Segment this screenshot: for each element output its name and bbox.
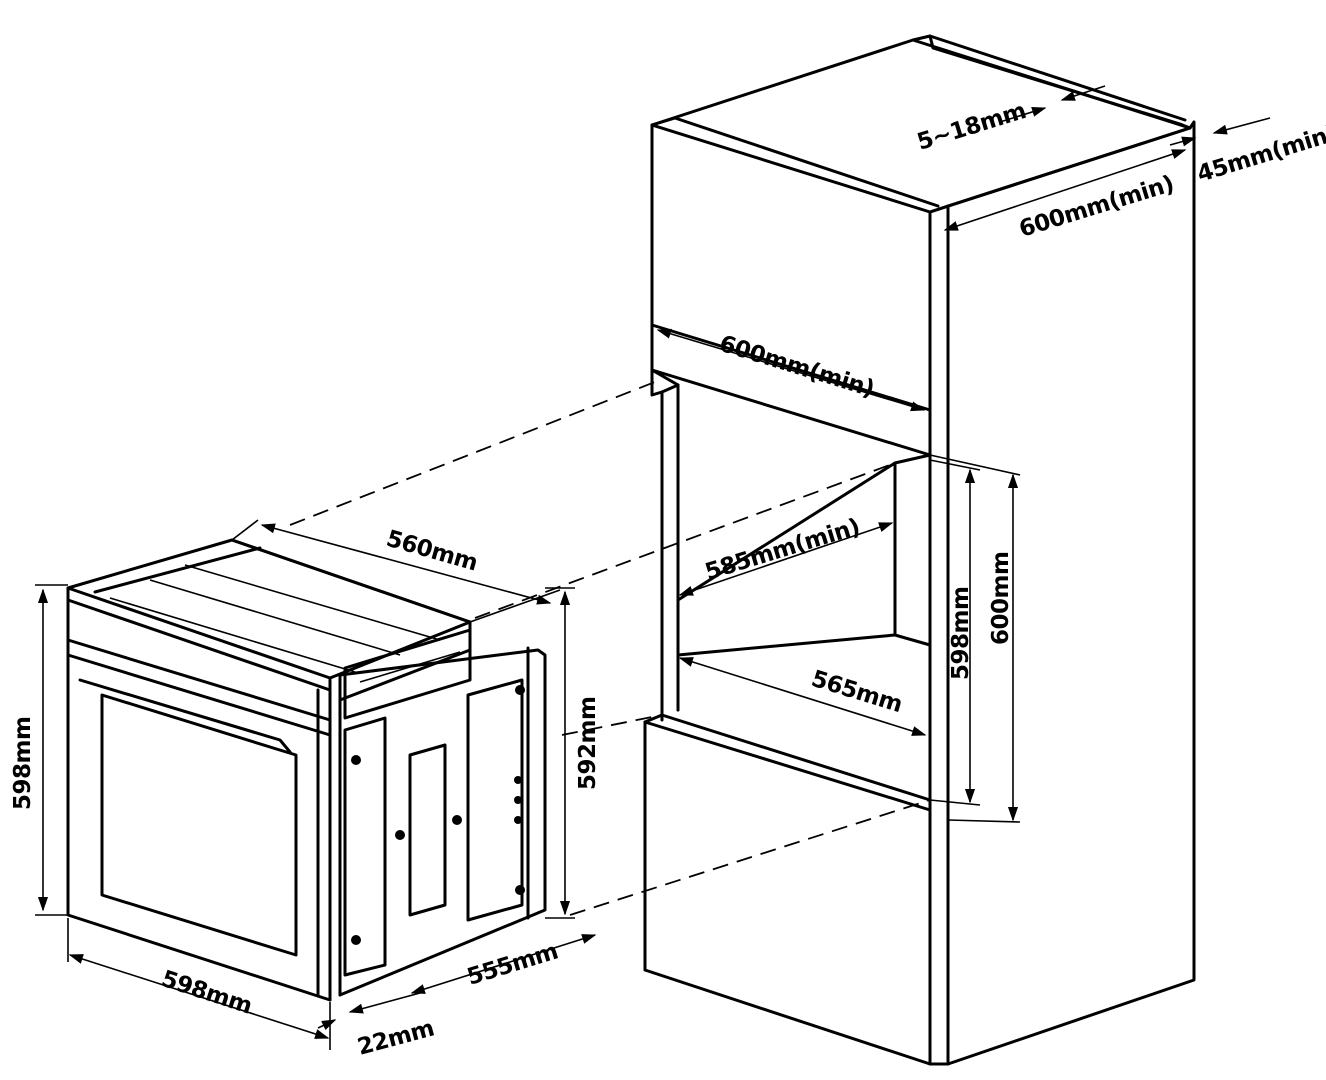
label-rear-clearance: 45mm(min) [1194, 121, 1326, 188]
label-oven-depth: 555mm [464, 939, 561, 991]
built-in-oven [66, 538, 547, 1002]
dimension-labels: 598mm 598mm 560mm 592mm 555mm 22mm 5~18m… [10, 98, 1326, 1061]
label-gap-top: 5~18mm [914, 98, 1029, 156]
alignment-guides [289, 379, 931, 916]
label-niche-outer-height: 600mm [988, 552, 1014, 645]
label-cabinet-depth: 600mm(min) [1016, 171, 1177, 243]
label-oven-height: 598mm [10, 717, 36, 810]
dimension-lines [35, 85, 1271, 1050]
label-niche-width: 585mm(min) [702, 514, 863, 586]
label-door-thickness: 22mm [355, 1016, 437, 1061]
label-oven-body-width: 560mm [383, 526, 480, 577]
label-oven-width: 598mm [158, 966, 255, 1020]
label-niche-depth: 565mm [808, 666, 905, 718]
label-niche-inner-height: 598mm [948, 587, 974, 680]
label-oven-body-height: 592mm [575, 697, 601, 790]
label-cabinet-width: 600mm(min) [716, 331, 877, 403]
